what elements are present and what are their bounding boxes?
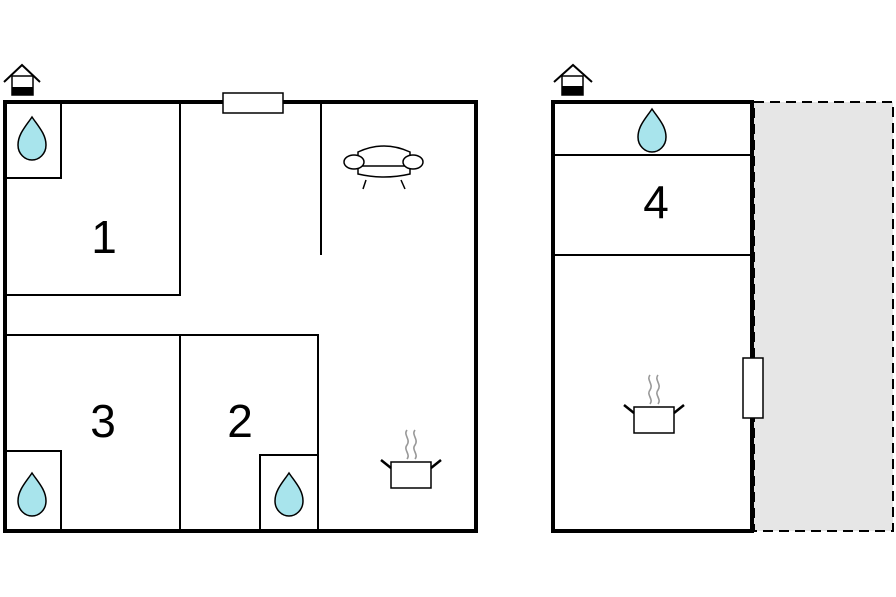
room-2-number: 2 xyxy=(227,395,253,447)
room-4-number: 4 xyxy=(643,176,669,228)
entrance-icon xyxy=(553,63,593,96)
terrace xyxy=(753,101,894,532)
entrance-icon xyxy=(3,63,41,96)
room-3-number: 3 xyxy=(90,395,116,447)
water-drop-icon xyxy=(274,472,304,517)
left-building: 1 2 3 xyxy=(3,63,478,533)
room-1-number: 1 xyxy=(91,211,117,263)
right-building: 4 xyxy=(551,63,894,533)
bathroom-1-wall xyxy=(5,102,62,179)
window-icon xyxy=(222,92,284,114)
water-drop-icon xyxy=(17,472,47,517)
bathroom-3-wall xyxy=(5,450,62,531)
window-icon xyxy=(742,357,764,419)
cooking-pot-icon xyxy=(379,428,443,490)
water-drop-icon xyxy=(17,116,47,161)
bathroom-2-wall xyxy=(259,454,318,531)
outer-wall xyxy=(551,100,754,533)
sofa-icon xyxy=(343,145,424,190)
rooms-2-3-wall xyxy=(5,334,319,531)
room-1-wall xyxy=(5,102,181,296)
